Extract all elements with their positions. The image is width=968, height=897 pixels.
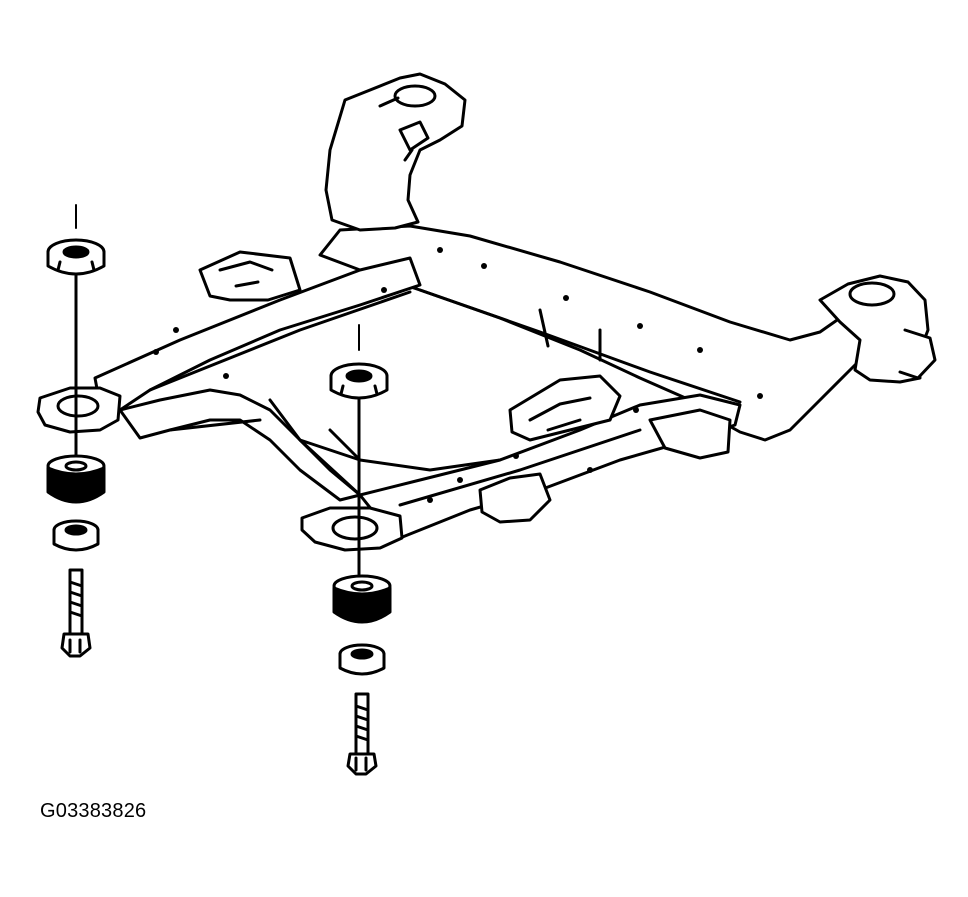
bolt-icon [346, 692, 378, 776]
rear-left-tower-detail [378, 96, 430, 162]
lower-insulator-icon [46, 454, 106, 504]
left-bracket [198, 250, 302, 302]
right-bracket [508, 374, 622, 442]
subframe-drawing [36, 72, 937, 552]
right-arm-bracket [898, 328, 937, 380]
right-mount-stack [329, 324, 392, 776]
left-mount-stack [46, 204, 106, 658]
bolt-icon [60, 568, 92, 658]
rail-inner-lines [148, 288, 742, 507]
left-side-rail-lower [118, 388, 362, 502]
upper-insulator-icon [46, 238, 106, 276]
right-front-mount-hole [331, 515, 379, 541]
center-bracket [478, 472, 552, 524]
left-front-mount-hole [56, 394, 100, 418]
rear-left-tower-hole [393, 84, 437, 108]
left-bracket-detail [218, 260, 274, 288]
frame-holes [153, 247, 763, 503]
spacer-icon [52, 519, 100, 552]
spacer-icon [338, 643, 386, 676]
rear-left-tower [324, 72, 467, 232]
right-rail-box [648, 408, 732, 460]
right-bracket-detail [528, 396, 592, 432]
figure-id-label: G03383826 [40, 800, 147, 822]
lower-insulator-icon [332, 574, 392, 624]
upper-insulator-icon [329, 362, 389, 400]
right-arm-hole [848, 281, 896, 307]
